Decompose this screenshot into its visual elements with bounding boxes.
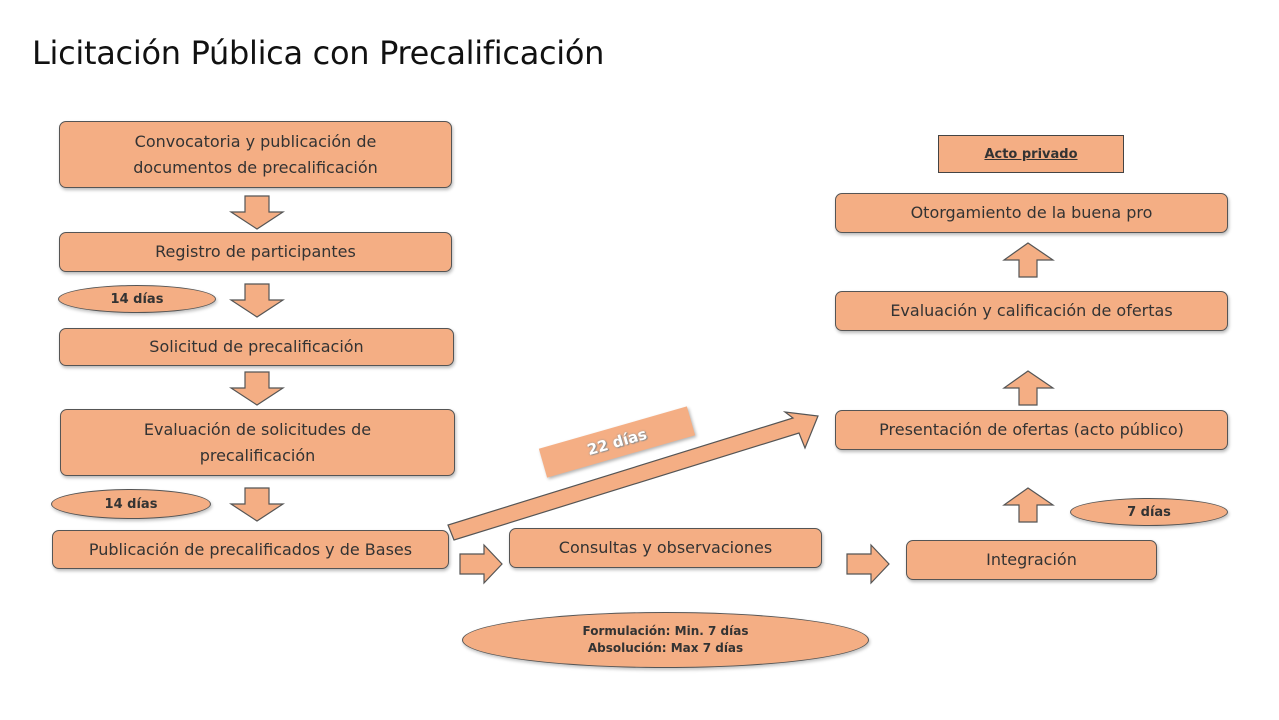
absolucion-text: Absolución: Max 7 días (587, 641, 744, 655)
step-convocatoria-line2: documentos de precalificación (133, 157, 378, 177)
right-arrow-2 (846, 543, 890, 585)
step-publicacion: Publicación de precalificados y de Bases (52, 530, 449, 569)
long-diagonal-arrow (447, 411, 819, 541)
step-solicitud: Solicitud de precalificación (59, 328, 454, 366)
down-arrow-4 (228, 487, 286, 522)
step-evaluacion-solicitudes-line2: precalificación (199, 445, 316, 465)
formulacion-text: Formulación: Min. 7 días (582, 624, 749, 638)
step-convocatoria: Convocatoria y publicación de documentos… (59, 121, 452, 188)
formulacion-absolucion-oval: Formulación: Min. 7 días Absolución: Max… (462, 612, 869, 668)
down-arrow-3 (228, 371, 286, 406)
step-integracion: Integración (906, 540, 1157, 580)
right-arrow-1 (459, 543, 503, 585)
page-title: Licitación Pública con Precalificación (32, 34, 605, 72)
down-arrow-2 (228, 283, 286, 318)
up-arrow-3 (1002, 242, 1055, 278)
step-evaluacion-solicitudes: Evaluación de solicitudes de precalifica… (60, 409, 455, 476)
days-label-7: 7 días (1070, 498, 1228, 526)
step-consultas: Consultas y observaciones (509, 528, 822, 568)
step-otorgamiento: Otorgamiento de la buena pro (835, 193, 1228, 233)
step-registro: Registro de participantes (59, 232, 452, 272)
step-evaluacion-solicitudes-line1: Evaluación de solicitudes de (143, 419, 372, 439)
step-convocatoria-line1: Convocatoria y publicación de (134, 131, 377, 151)
step-presentacion: Presentación de ofertas (acto público) (835, 410, 1228, 450)
down-arrow-1 (228, 195, 286, 230)
step-evaluacion-ofertas: Evaluación y calificación de ofertas (835, 291, 1228, 331)
days-label-14-a: 14 días (58, 285, 216, 313)
days-label-14-b: 14 días (51, 489, 211, 519)
up-arrow-1 (1002, 487, 1055, 523)
acto-privado-label: Acto privado (938, 135, 1124, 173)
up-arrow-2 (1002, 370, 1055, 406)
